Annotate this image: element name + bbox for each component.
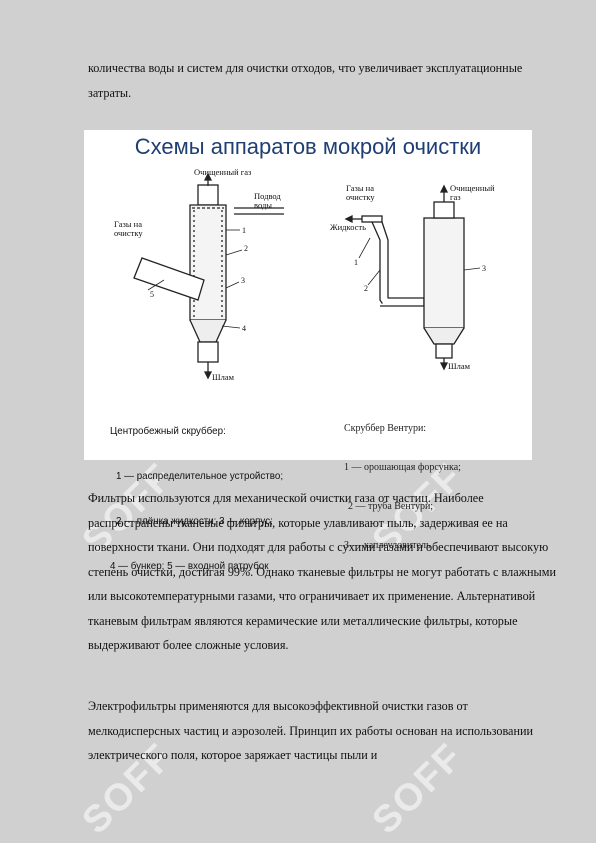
left-label-clean-gas: Очищенный газ	[194, 167, 252, 177]
caption-line: 4 — бункер; 5 — входной патрубок	[110, 561, 269, 572]
left-number-3: 3	[241, 276, 245, 285]
left-number-1: 1	[242, 226, 246, 235]
caption-line: 1 — распределительное устройство;	[116, 471, 284, 482]
venturi-scrubber-drawing	[344, 184, 481, 371]
figure-title: Схемы аппаратов мокрой очистки	[134, 134, 482, 159]
caption-line: Центробежный скруббер:	[110, 426, 226, 437]
right-label-liquid: Жидкость	[330, 222, 367, 232]
paragraph-electrofilters: Электрофильтры применяются для высокоэфф…	[88, 699, 534, 762]
left-number-4: 4	[242, 324, 246, 333]
caption-line: Скруббер Вентури:	[344, 423, 427, 434]
caption-line: 2 — труба Вентури;	[348, 501, 434, 512]
caption-venturi-scrubber: Скруббер Вентури: 1 — орошающая форсунка…	[344, 396, 461, 578]
right-number-1: 1	[354, 258, 358, 267]
right-label-gas-inlet: Газы на очистку	[346, 183, 375, 202]
centrifugal-scrubber-drawing	[133, 172, 284, 380]
caption-line: 2 — плёнка жидкости; 3 — корпус;	[116, 516, 273, 527]
caption-line: 1 — орошающая форсунка;	[344, 462, 461, 473]
left-number-5: 5	[150, 290, 154, 299]
right-label-sludge: Шлам	[448, 361, 470, 371]
paragraph-filters: Фильтры используются для механической оч…	[88, 491, 556, 652]
right-label-clean-gas: Очищенный газ	[450, 183, 495, 202]
scrubber-diagrams	[133, 172, 481, 380]
left-number-2: 2	[244, 244, 248, 253]
left-label-gas-inlet: Газы на очистку	[114, 219, 143, 238]
right-number-3: 3	[482, 264, 486, 273]
caption-centrifugal-scrubber: Центробежный скруббер: 1 — распределител…	[110, 394, 283, 604]
left-label-sludge: Шлам	[212, 372, 234, 382]
right-number-2: 2	[364, 284, 368, 293]
paragraph-intro: количества воды и систем для очистки отх…	[88, 61, 523, 100]
left-label-water-inlet: Подвод воды	[254, 191, 281, 210]
figure-wet-scrubbers: Схемы аппаратов мокрой очистки	[84, 130, 532, 572]
caption-line: 3 — каплеуловитель	[344, 540, 431, 551]
